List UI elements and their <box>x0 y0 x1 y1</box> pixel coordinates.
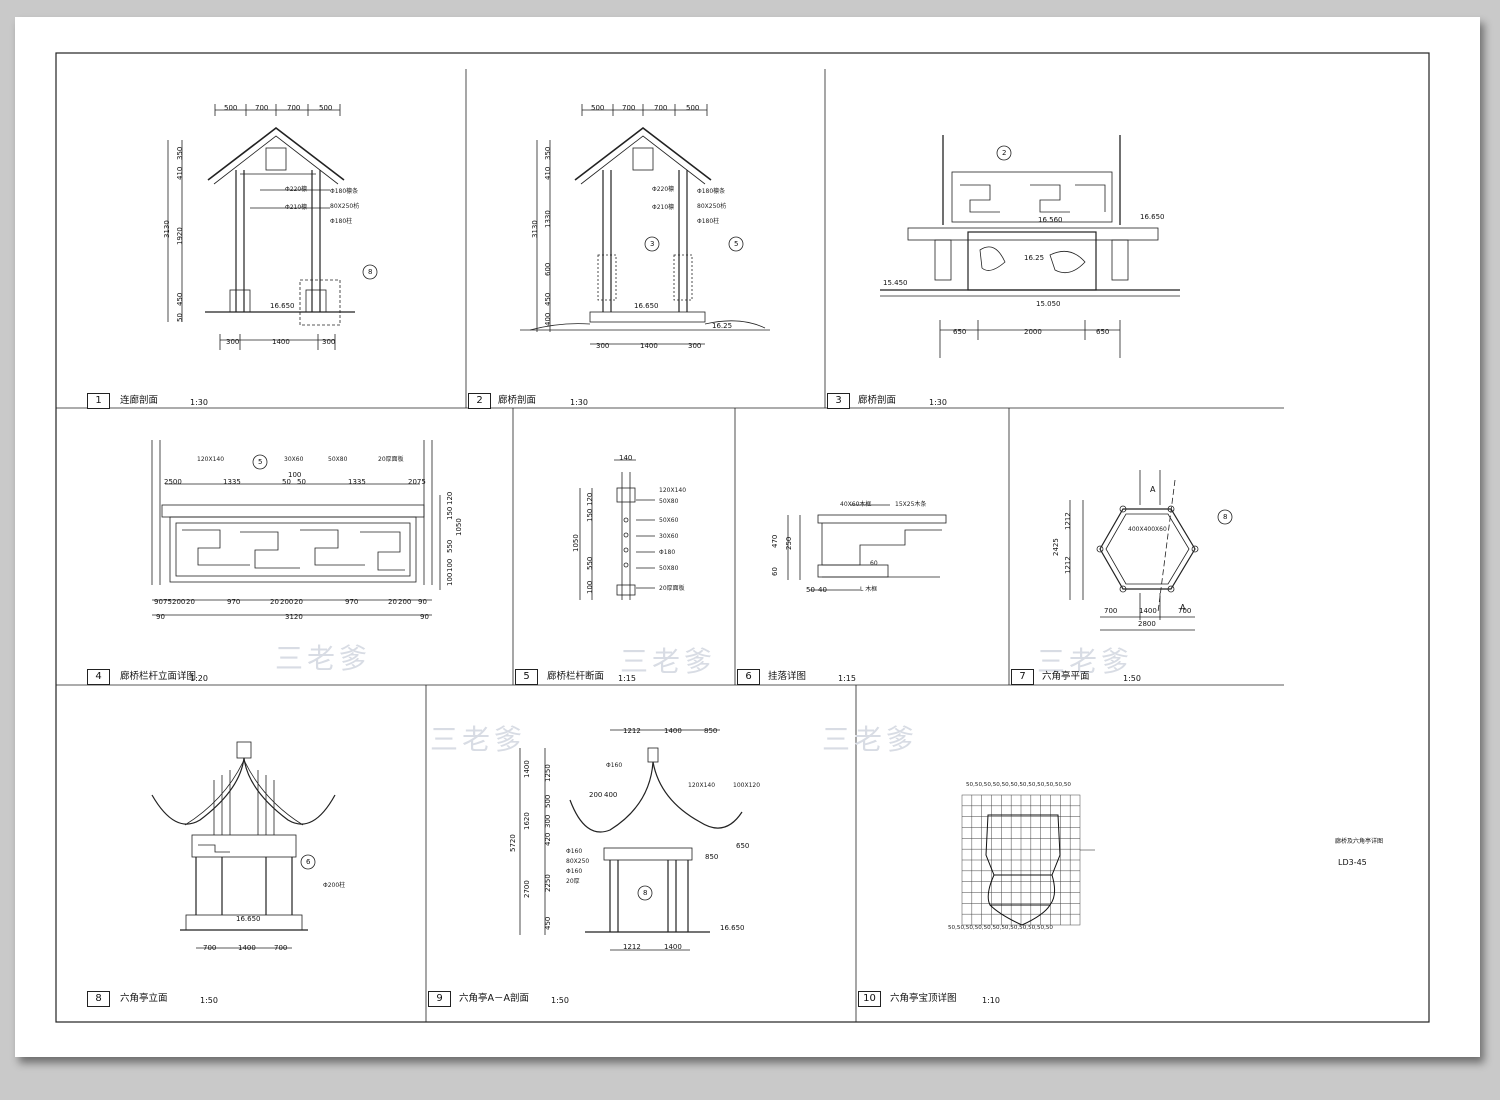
panel-10-drawing <box>961 794 1095 926</box>
panel-1-drawing <box>167 104 378 350</box>
panel-9-drawing <box>519 729 743 951</box>
panel-4-drawing <box>151 440 441 616</box>
drawing-frame <box>55 52 1430 1023</box>
panel-6-drawing <box>787 504 947 591</box>
panel-2-drawing <box>520 104 770 345</box>
finial-grid <box>962 795 1080 925</box>
panel-7-drawing <box>1069 470 1233 631</box>
panel-5-drawing <box>579 459 655 600</box>
panel-3-drawing <box>880 135 1180 358</box>
drawing-sheet <box>15 17 1480 1057</box>
panel-8-drawing <box>151 741 336 949</box>
